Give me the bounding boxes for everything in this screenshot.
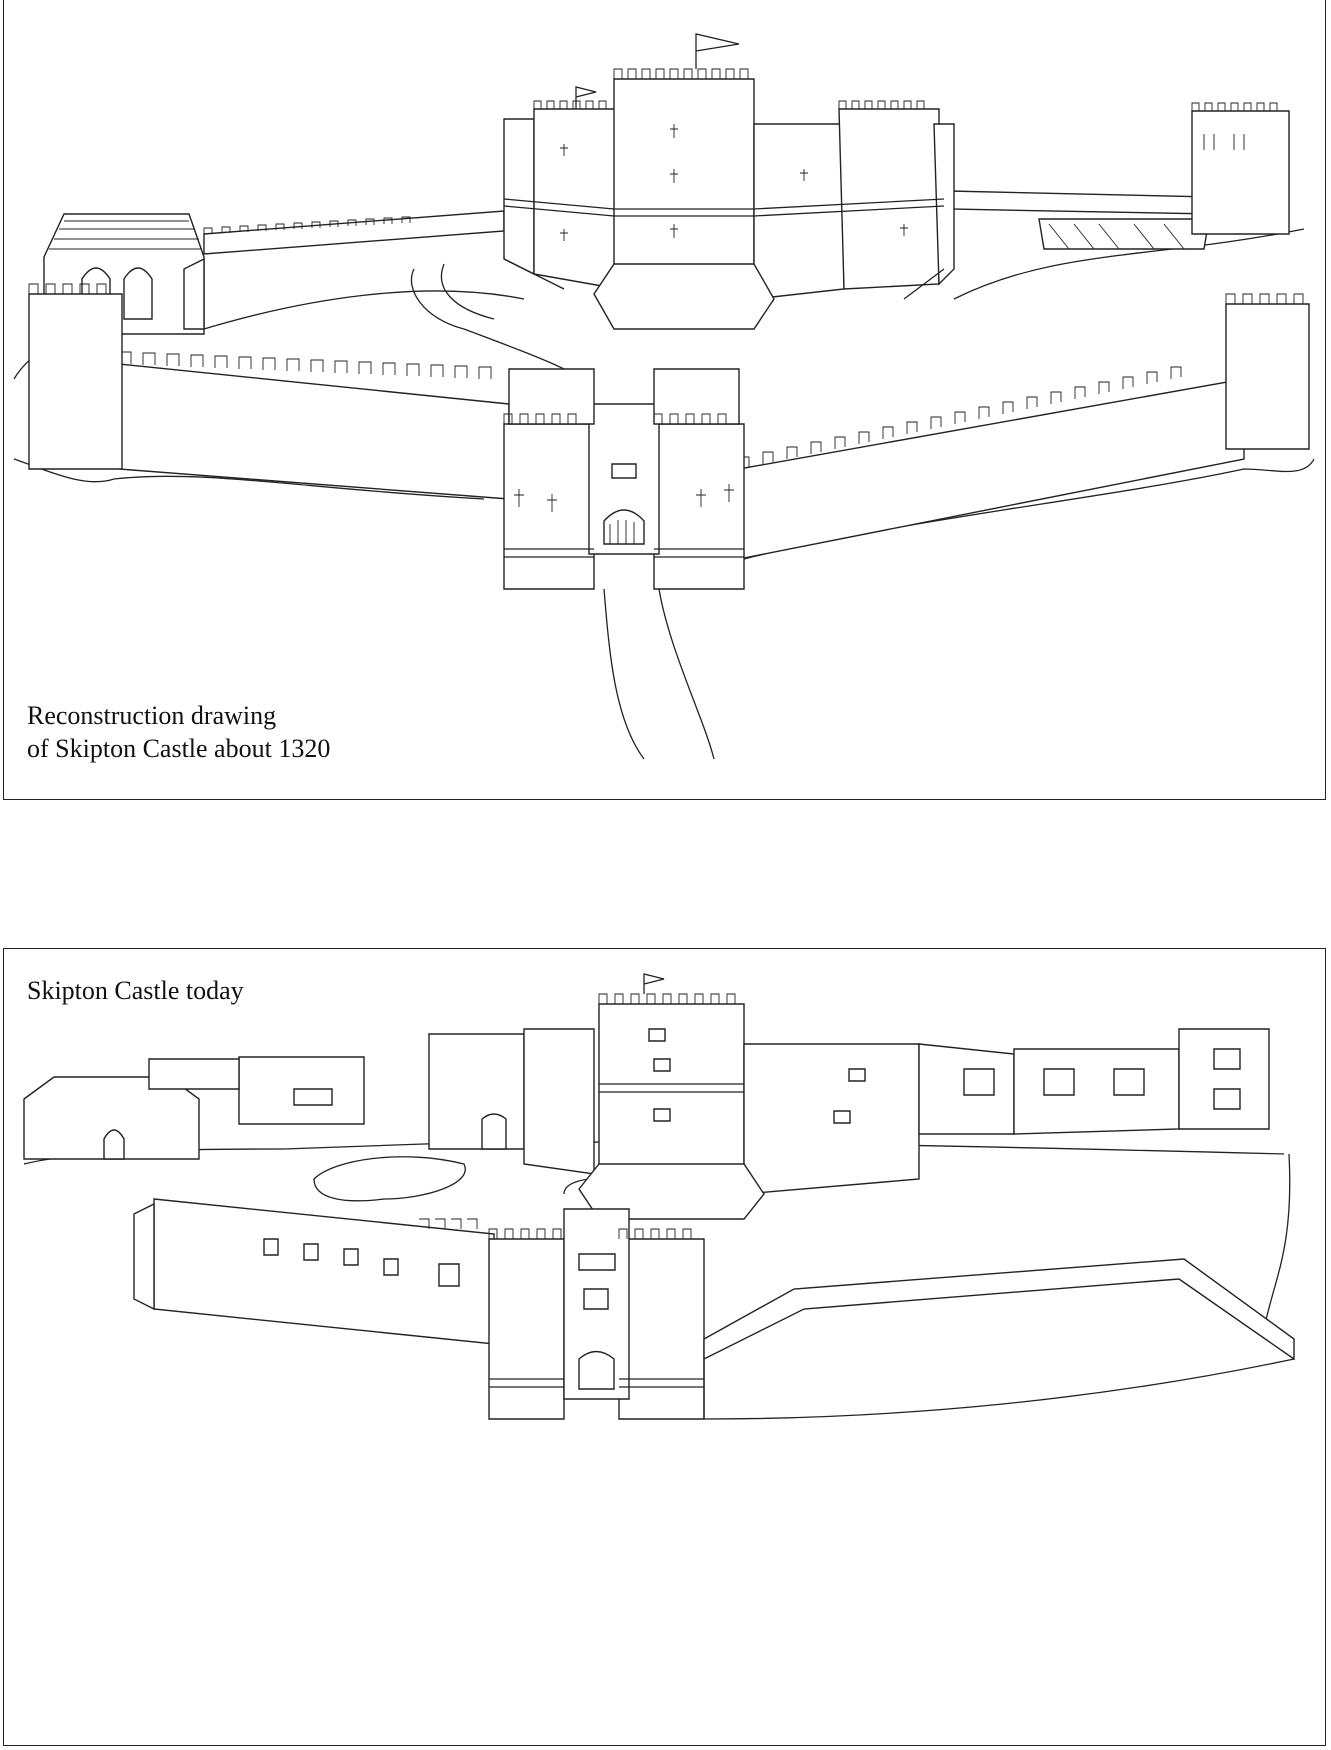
gatehouse-1320 [504, 369, 744, 589]
inner-keep [504, 34, 954, 329]
castle-1320-illustration [4, 0, 1327, 801]
castle-today-illustration [4, 949, 1327, 1747]
caption-reconstruction: Reconstruction drawing of Skipton Castle… [27, 699, 330, 765]
caption-line-2: of Skipton Castle about 1320 [27, 734, 331, 763]
rear-right-tower [1192, 103, 1289, 234]
caption-line-1: Reconstruction drawing [27, 701, 277, 730]
gatehouse-today [489, 1209, 704, 1419]
reconstruction-1320-panel: Reconstruction drawing of Skipton Castle… [3, 0, 1326, 800]
keep-today [429, 974, 1269, 1219]
castle-today-panel: Skipton Castle today [3, 948, 1326, 1746]
caption-today: Skipton Castle today [27, 976, 244, 1005]
